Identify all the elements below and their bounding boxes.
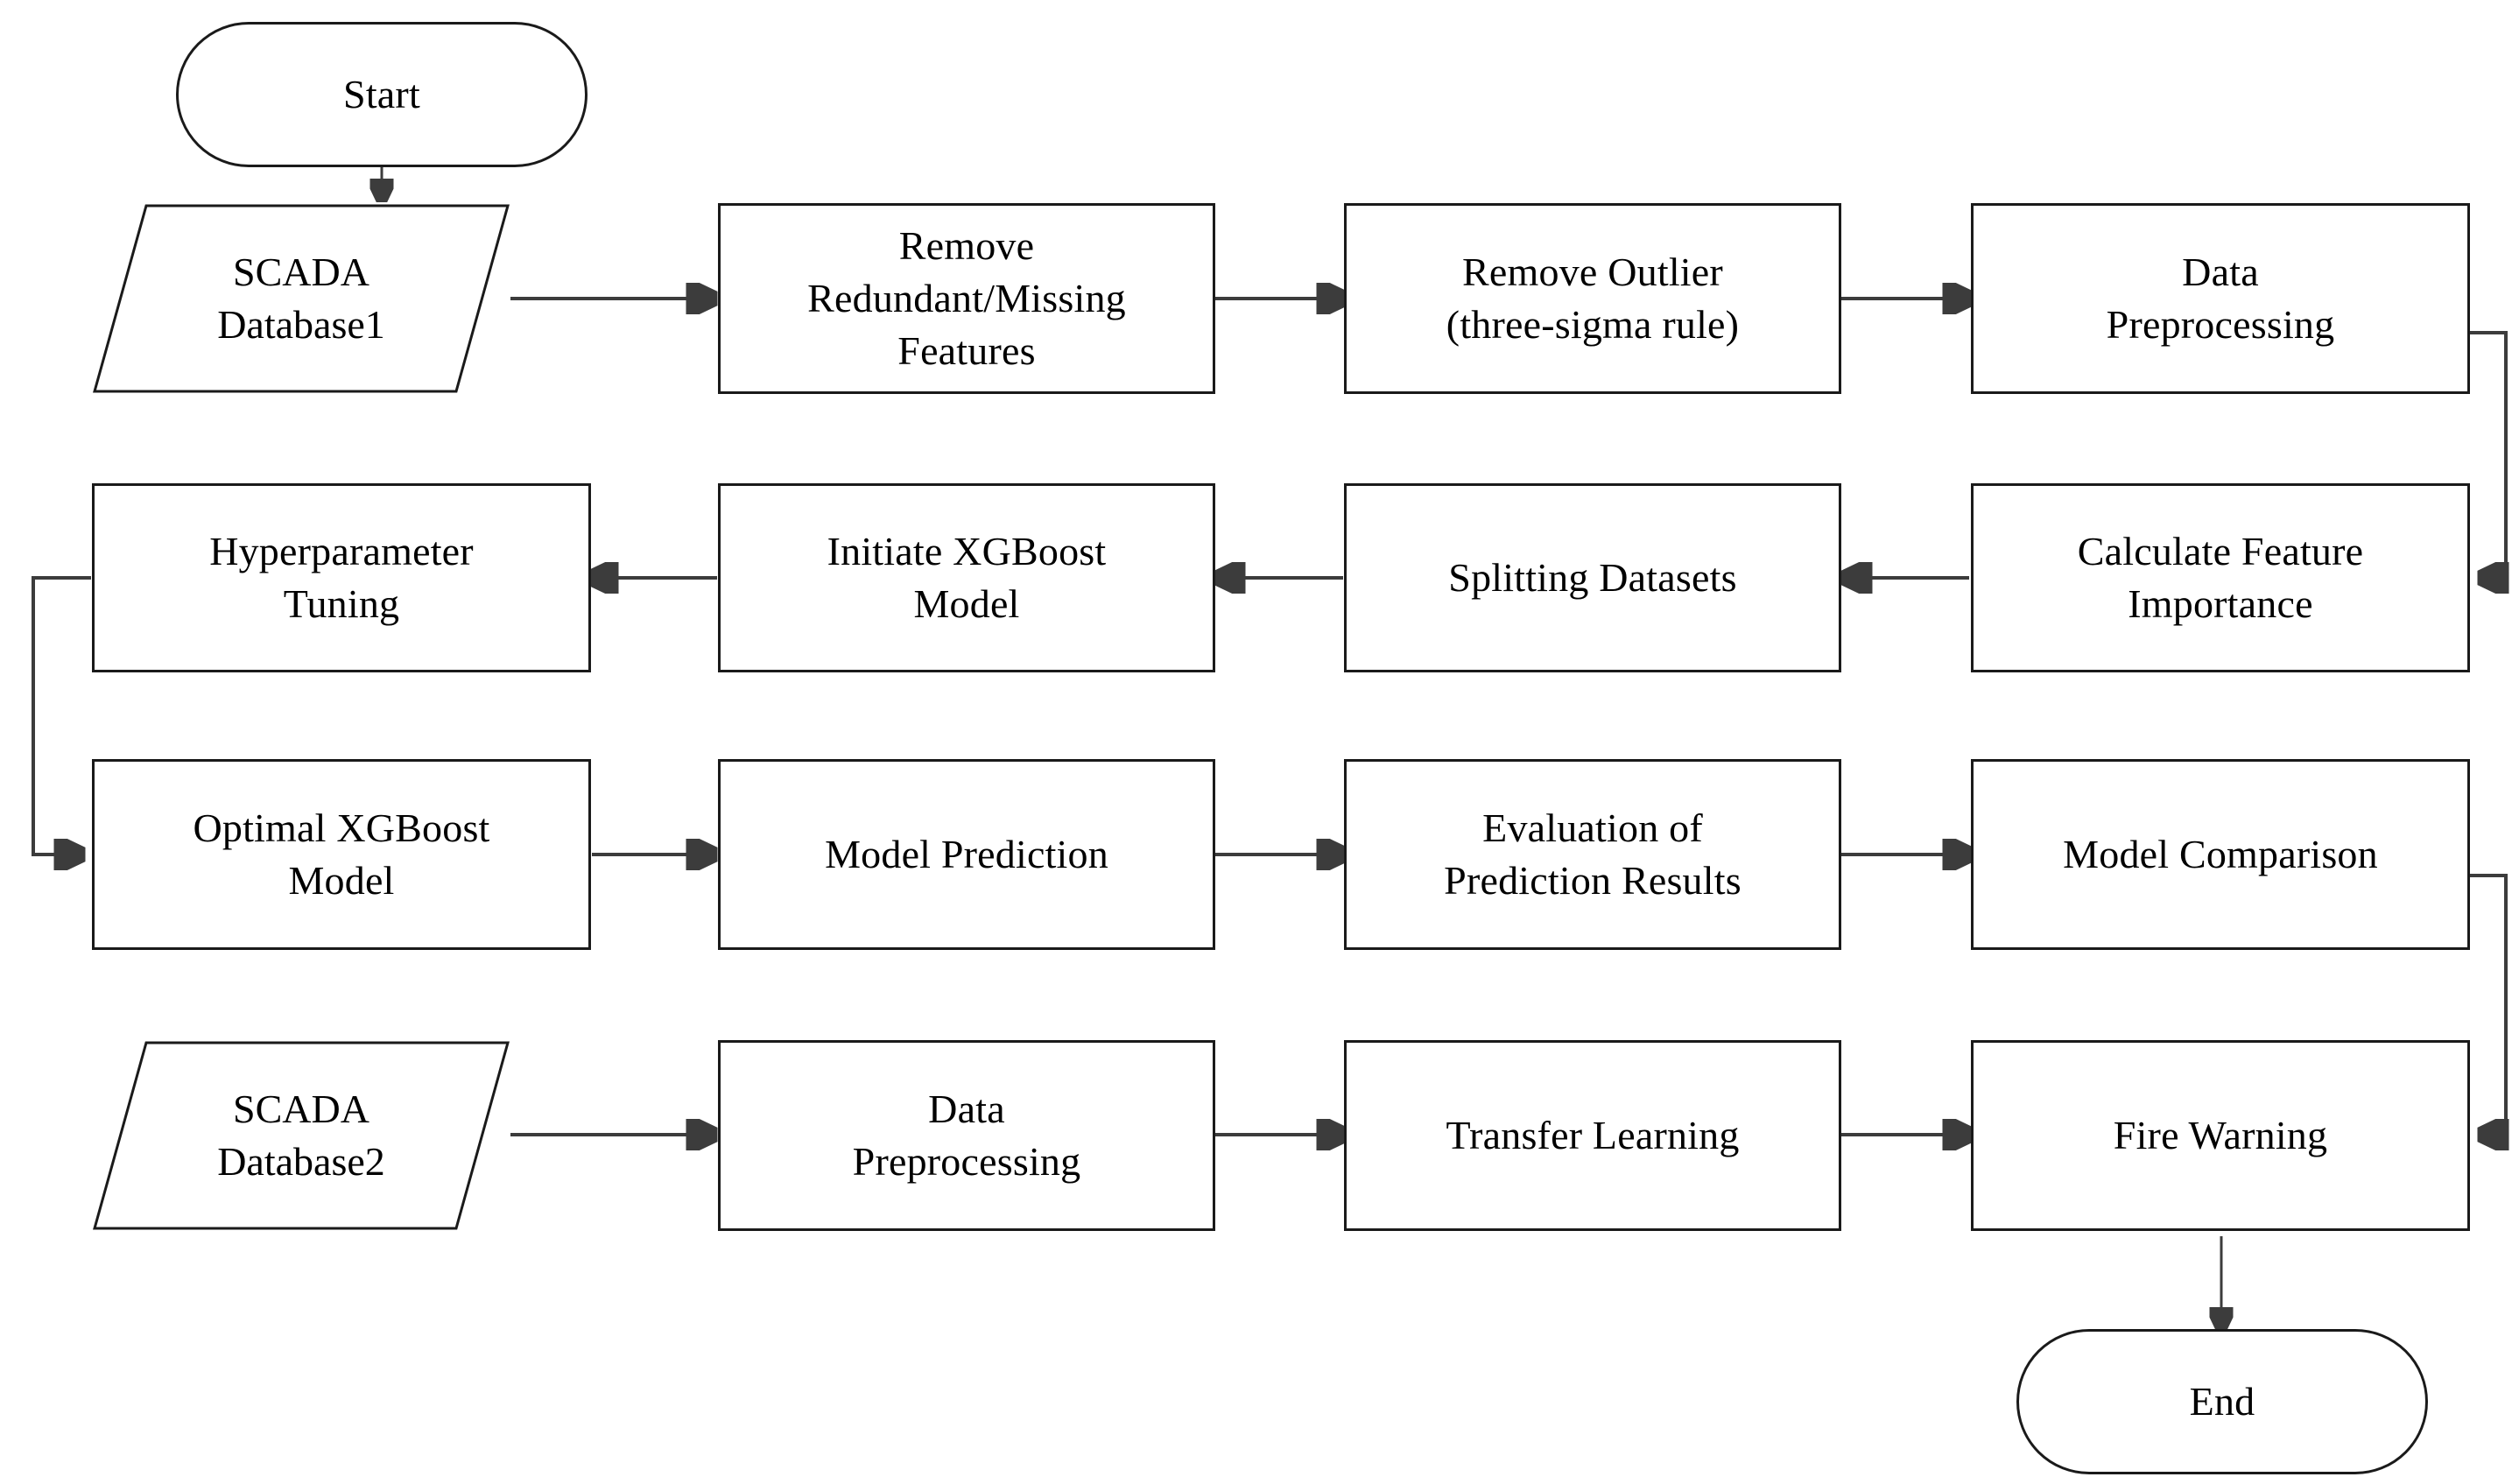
- node-data-preprocessing-1[interactable]: Data Preprocessing: [1971, 203, 2470, 394]
- node-start-label: Start: [343, 72, 420, 117]
- edge-hyperparam-to-optimal-xgboost: [32, 576, 91, 855]
- node-data-preprocessing-2-label: Data Preprocessing: [852, 1087, 1081, 1184]
- node-initiate-xgboost-label: Initiate XGBoost Model: [827, 529, 1107, 626]
- node-data-preprocessing-2[interactable]: Data Preprocessing: [718, 1040, 1215, 1231]
- node-hyperparameter-tuning-label: Hyperparameter Tuning: [209, 529, 474, 626]
- node-transfer-learning-label: Transfer Learning: [1446, 1113, 1740, 1158]
- parallelogram-shape: [93, 204, 510, 393]
- node-optimal-xgboost-label: Optimal XGBoost Model: [193, 805, 490, 903]
- node-model-prediction[interactable]: Model Prediction: [718, 759, 1215, 950]
- node-transfer-learning[interactable]: Transfer Learning: [1344, 1040, 1841, 1231]
- node-fire-warning-label: Fire Warning: [2113, 1113, 2328, 1158]
- node-splitting-datasets[interactable]: Splitting Datasets: [1344, 483, 1841, 672]
- node-evaluation-label: Evaluation of Prediction Results: [1444, 805, 1741, 903]
- node-initiate-xgboost[interactable]: Initiate XGBoost Model: [718, 483, 1215, 672]
- node-remove-outlier[interactable]: Remove Outlier (three-sigma rule): [1344, 203, 1841, 394]
- node-remove-features[interactable]: Remove Redundant/Missing Features: [718, 203, 1215, 394]
- node-model-prediction-label: Model Prediction: [825, 832, 1108, 877]
- node-scada-database1[interactable]: SCADA Database1: [92, 203, 510, 394]
- node-scada-database2[interactable]: SCADA Database2: [92, 1040, 510, 1231]
- node-fire-warning[interactable]: Fire Warning: [1971, 1040, 2470, 1231]
- node-scada-database1-label: SCADA Database1: [217, 250, 385, 347]
- edge-model-comparison-to-fire-warning: [2470, 874, 2506, 1135]
- node-evaluation-of-prediction-results[interactable]: Evaluation of Prediction Results: [1344, 759, 1841, 950]
- node-data-preprocessing-1-label: Data Preprocessing: [2106, 250, 2335, 347]
- node-scada-database2-label: SCADA Database2: [217, 1087, 385, 1184]
- node-remove-features-label: Remove Redundant/Missing Features: [807, 223, 1126, 373]
- parallelogram-shape: [93, 1041, 510, 1230]
- node-end-label: End: [2189, 1379, 2255, 1424]
- node-model-comparison-label: Model Comparison: [2063, 832, 2378, 877]
- node-start[interactable]: Start: [176, 22, 588, 167]
- edge-data-preproc1-to-calc-importance: [2470, 331, 2506, 578]
- node-splitting-datasets-label: Splitting Datasets: [1448, 555, 1737, 601]
- node-end[interactable]: End: [2016, 1329, 2428, 1474]
- node-optimal-xgboost[interactable]: Optimal XGBoost Model: [92, 759, 591, 950]
- node-hyperparameter-tuning[interactable]: Hyperparameter Tuning: [92, 483, 591, 672]
- node-remove-outlier-label: Remove Outlier (three-sigma rule): [1446, 250, 1740, 347]
- node-calculate-feature-importance-label: Calculate Feature Importance: [2077, 529, 2364, 626]
- node-calculate-feature-importance[interactable]: Calculate Feature Importance: [1971, 483, 2470, 672]
- node-model-comparison[interactable]: Model Comparison: [1971, 759, 2470, 950]
